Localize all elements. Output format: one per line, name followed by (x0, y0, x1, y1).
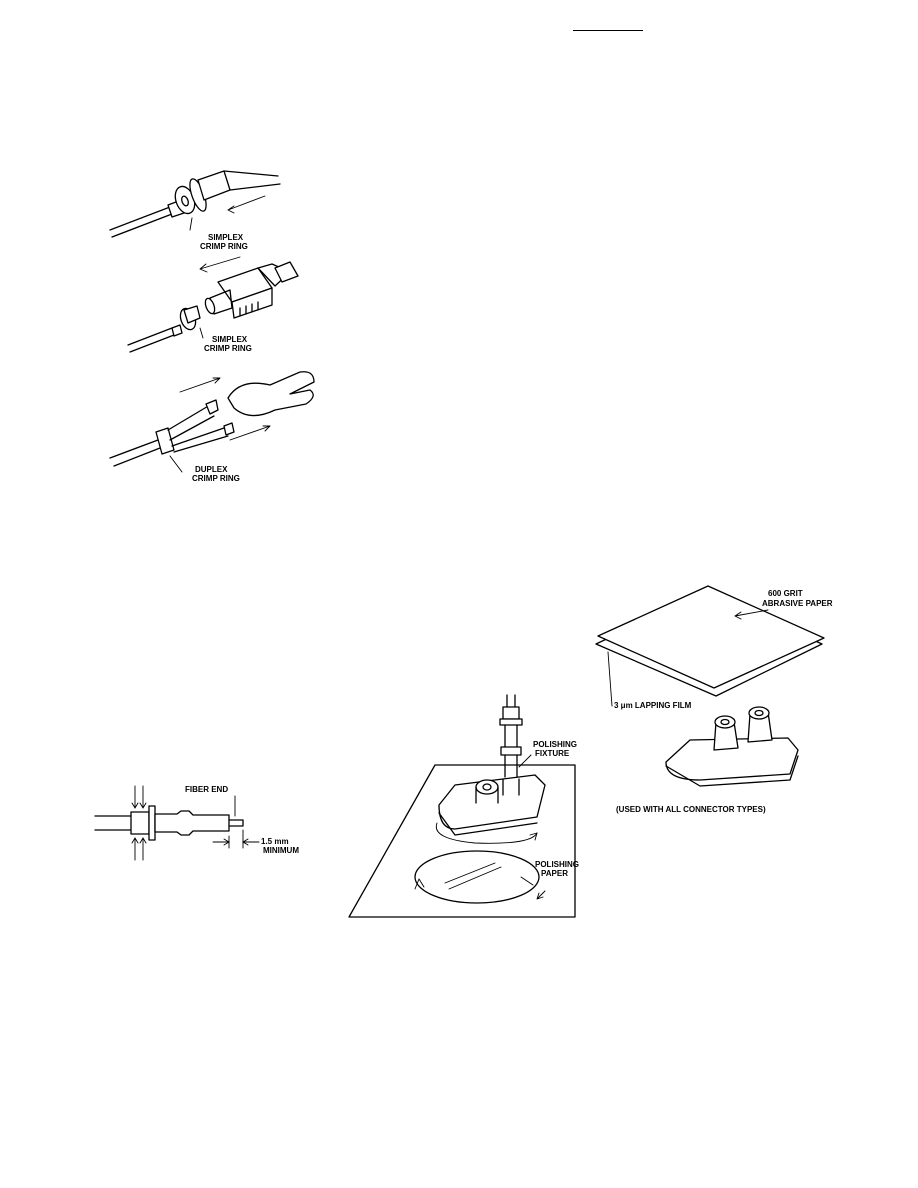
usage-label: (USED WITH ALL CONNECTOR TYPES) (616, 805, 766, 814)
polishing-paper-sheet (348, 764, 576, 918)
materials-figure: 600 GRIT ABRASIVE PAPER 3 μm LAPPING FIL… (590, 580, 865, 815)
simplex-label-2: SIMPLEX (212, 335, 248, 344)
fiber-tip (228, 819, 244, 827)
simplex-connector-middle (127, 256, 299, 353)
paper-label: POLISHING (535, 860, 579, 869)
dimension-label: 1.5 mm (261, 837, 289, 846)
simplex-label-1b: CRIMP RING (200, 242, 248, 251)
abrasive-label: 600 GRIT (768, 589, 803, 598)
polishing-circle (414, 850, 540, 904)
duplex-connector (109, 371, 315, 473)
abrasive-paper-sheet (597, 585, 825, 689)
simplex-label-2b: CRIMP RING (204, 344, 252, 353)
crimp-ring-section (130, 811, 150, 835)
simplex-connector-top (109, 170, 281, 238)
crimp-ring-assembly-figure: SIMPLEX CRIMP RING SIMPLEX CRIMP RING (100, 160, 330, 490)
fixture-label-b: FIXTURE (535, 749, 570, 758)
dimension-label-b: MINIMUM (263, 846, 299, 855)
lapping-label: 3 μm LAPPING FILM (614, 701, 692, 710)
fiber-end-label: FIBER END (185, 785, 228, 794)
fiber-end-figure: FIBER END 1.5 mm MINIMUM (94, 780, 335, 870)
simplex-label-1: SIMPLEX (208, 233, 244, 242)
polishing-figure: POLISHING FIXTURE POLISHING PAPER (345, 694, 615, 930)
duplex-label-b: CRIMP RING (192, 474, 240, 483)
abrasive-label-b: ABRASIVE PAPER (762, 599, 833, 608)
paper-label-b: PAPER (541, 869, 568, 878)
fixture-label: POLISHING (533, 740, 577, 749)
duplex-label: DUPLEX (195, 465, 228, 474)
polishing-fixture-block (665, 706, 799, 787)
header-rule (573, 30, 643, 31)
